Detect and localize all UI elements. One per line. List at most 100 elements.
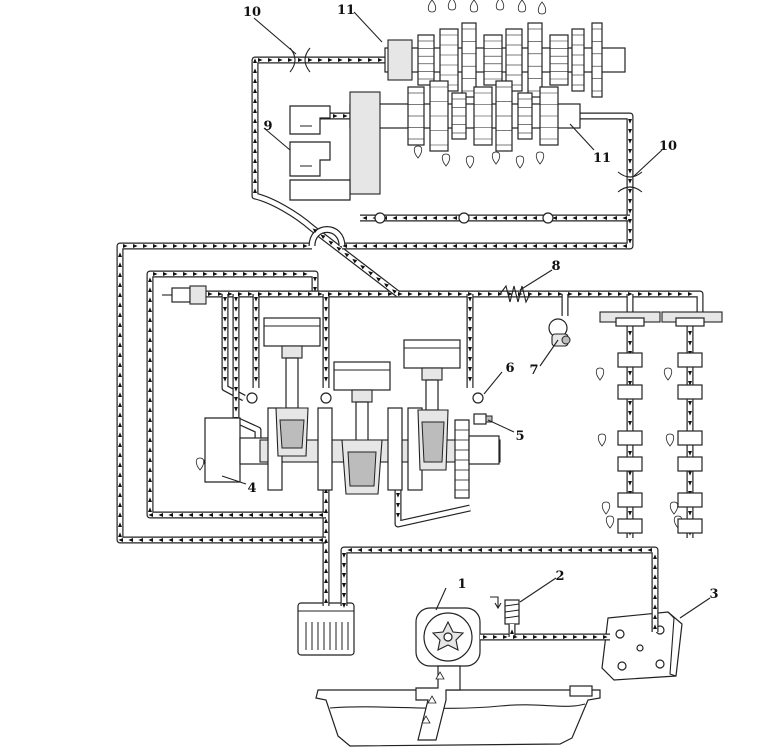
flow-arrow <box>324 598 328 603</box>
flow-arrow <box>148 377 152 382</box>
flow-arrow <box>378 292 383 296</box>
flow-arrow <box>118 432 122 437</box>
flow-arrow <box>458 292 463 296</box>
flow-arrow <box>543 635 548 639</box>
flow-arrow <box>597 548 602 552</box>
flow-arrow <box>492 244 497 248</box>
flow-arrow <box>468 337 472 342</box>
oil-drop <box>413 145 423 159</box>
flow-arrow <box>522 244 527 248</box>
flow-arrow <box>324 518 328 523</box>
flow-arrow <box>223 347 227 352</box>
flow-arrow <box>234 307 238 312</box>
flow-arrow <box>648 292 653 296</box>
flow-arrow <box>148 297 152 302</box>
flow-arrow <box>512 244 517 248</box>
oil-drops <box>195 0 683 529</box>
flow-arrow <box>118 372 122 377</box>
flow-arrow <box>238 538 243 542</box>
flow-arrow <box>602 216 607 220</box>
flow-arrow <box>118 362 122 367</box>
flow-arrow <box>391 289 397 294</box>
leader-lines <box>221 11 711 619</box>
flow-arrow <box>193 272 198 276</box>
flow-arrow <box>324 548 328 553</box>
flow-arrow <box>118 402 122 407</box>
flow-arrow <box>628 401 632 406</box>
flow-arrow <box>148 327 152 332</box>
flow-arrow <box>118 442 122 447</box>
flow-arrow <box>234 367 238 372</box>
flow-arrow <box>148 447 152 452</box>
flow-arrow <box>552 216 557 220</box>
flow-arrow <box>158 513 163 517</box>
flow-arrow <box>268 292 273 296</box>
flow-arrow <box>223 327 227 332</box>
flow-arrow <box>336 246 342 252</box>
flow-arrow <box>653 614 657 619</box>
flow-arrow <box>668 292 673 296</box>
flow-arrow <box>344 252 350 258</box>
flow-arrow <box>618 292 623 296</box>
flow-arrow <box>462 244 467 248</box>
flow-arrow <box>218 538 223 542</box>
gear-upper <box>417 34 435 86</box>
flow-arrow <box>118 412 122 417</box>
oil-drop <box>597 433 607 447</box>
piston-cooling-jets <box>246 392 484 404</box>
callout-1: 1 <box>457 577 466 592</box>
oil-pump <box>415 607 481 667</box>
flow-arrow <box>628 451 632 456</box>
oil-drop <box>665 433 675 447</box>
flow-arrow <box>342 583 346 588</box>
flow-arrow <box>588 292 593 296</box>
flow-arrow <box>138 538 143 542</box>
flow-arrow <box>163 272 168 276</box>
flow-arrow <box>118 392 122 397</box>
oil-drop <box>605 515 615 529</box>
flow-arrow <box>253 128 257 133</box>
flow-arrow <box>412 216 417 220</box>
flow-arrow <box>234 297 238 302</box>
oil-filter <box>297 602 355 656</box>
flow-arrow <box>532 244 537 248</box>
flow-arrow <box>253 188 257 193</box>
flow-arrow <box>148 427 152 432</box>
flow-arrow <box>324 568 328 573</box>
flow-arrow <box>347 548 352 552</box>
flow-arrow <box>487 548 492 552</box>
flow-arrow <box>592 244 597 248</box>
flow-arrow <box>582 216 587 220</box>
oil-cooler <box>601 611 683 681</box>
flow-arrow <box>278 513 283 517</box>
flow-arrow <box>324 357 328 362</box>
flow-arrow <box>223 244 228 248</box>
flow-arrow <box>173 272 178 276</box>
flow-arrow <box>387 548 392 552</box>
flow-arrow <box>628 219 632 224</box>
flow-arrow <box>573 635 578 639</box>
gear-upper <box>439 28 459 92</box>
flow-arrow <box>148 407 152 412</box>
flow-arrow <box>148 367 152 372</box>
flow-arrow <box>288 538 293 542</box>
flow-arrow <box>452 216 457 220</box>
flow-arrow <box>253 108 257 113</box>
flow-arrow <box>427 548 432 552</box>
oil-drop <box>447 0 457 11</box>
flow-arrow <box>538 292 543 296</box>
flow-arrow <box>268 58 273 62</box>
flow-arrow <box>298 58 303 62</box>
flow-arrow <box>324 488 328 493</box>
cam-lobe <box>677 456 703 472</box>
flow-arrow <box>324 538 328 543</box>
flow-arrow <box>653 554 657 559</box>
pickup-arrow <box>421 715 431 724</box>
spray-nozzles <box>374 212 554 224</box>
flow-arrow <box>118 252 122 257</box>
cam-lobe <box>617 384 643 400</box>
flow-arrow <box>153 272 158 276</box>
flow-arrow <box>392 216 397 220</box>
gear-upper <box>549 34 569 86</box>
